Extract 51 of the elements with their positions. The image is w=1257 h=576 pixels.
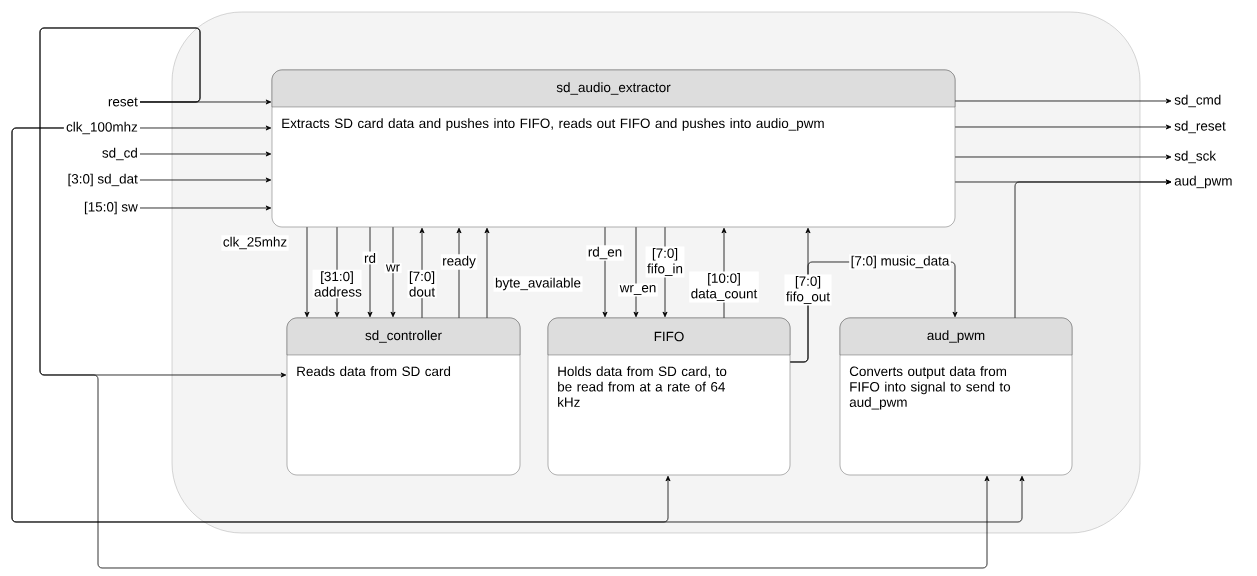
signal-arrow (11, 127, 1025, 523)
signal-label: [7:0] fifo_out (786, 276, 830, 304)
output-port-label: sd_cmd (1174, 94, 1221, 108)
signal-arrow (139, 177, 272, 183)
module-title: aud_pwm (927, 330, 985, 343)
module-box (286, 317, 521, 476)
signal-label: byte_available (495, 277, 581, 291)
signal-arrow (633, 226, 639, 318)
signal-label: [7:0] dout (409, 271, 435, 297)
input-port-label: clk_100mhz (66, 121, 138, 135)
signal-arrow (602, 226, 608, 318)
input-port-label: sd_cd (102, 147, 137, 161)
input-port-label: reset (108, 97, 138, 107)
signal-label: clk_25mhz (223, 236, 287, 250)
signal-arrow (39, 27, 990, 569)
signal-label: wr_en (619, 285, 656, 295)
signal-label: [7:0] music_data (851, 255, 950, 269)
signal-arrow (139, 205, 272, 211)
signal-arrow (1014, 179, 1172, 319)
signal-arrow (139, 125, 272, 131)
signal-label: rd (364, 253, 376, 263)
module-box (547, 317, 791, 476)
output-port-label: sd_reset (1174, 120, 1226, 134)
signal-label: ready (443, 255, 476, 269)
signal-arrow (304, 226, 310, 318)
signal-arrow (139, 151, 272, 157)
signal-label: [7:0] fifo_in (647, 248, 683, 276)
module-title: FIFO (654, 331, 684, 342)
signal-label: [10:0] data_count (691, 273, 758, 301)
module-box (271, 69, 956, 228)
signal-label: [31:0] address (314, 271, 362, 297)
signal-arrow (954, 98, 1172, 104)
module-description: Converts output data from FIFO into signal to send to aud_pwm (849, 366, 1011, 410)
signal-arrow (484, 227, 490, 319)
module-box (839, 317, 1073, 476)
signal-arrow (390, 226, 396, 318)
output-port-label: sd_sck (1174, 150, 1217, 164)
module-description: Extracts SD card data and pushes into FIFO, reads out FIFO and pushes into audio_pwm (282, 118, 824, 131)
signal-arrow (954, 124, 1172, 130)
module-title: sd_audio_extractor (556, 82, 671, 95)
module-description: Reads data from SD card (297, 366, 451, 377)
signal-arrow (456, 227, 462, 319)
signal-arrow (954, 154, 1172, 160)
signal-label: rd_en (588, 246, 622, 260)
module-description: Holds data from SD card, to be read from at a rate of 64 kHz (558, 366, 727, 407)
signal-arrow (367, 226, 373, 318)
input-port-label: [3:0] sd_dat (68, 173, 138, 187)
output-port-label: aud_pwm (1174, 175, 1232, 189)
signal-label: wr (385, 264, 400, 272)
module-title: sd_controller (365, 330, 442, 343)
input-port-label: [15:0] sw (84, 201, 138, 215)
